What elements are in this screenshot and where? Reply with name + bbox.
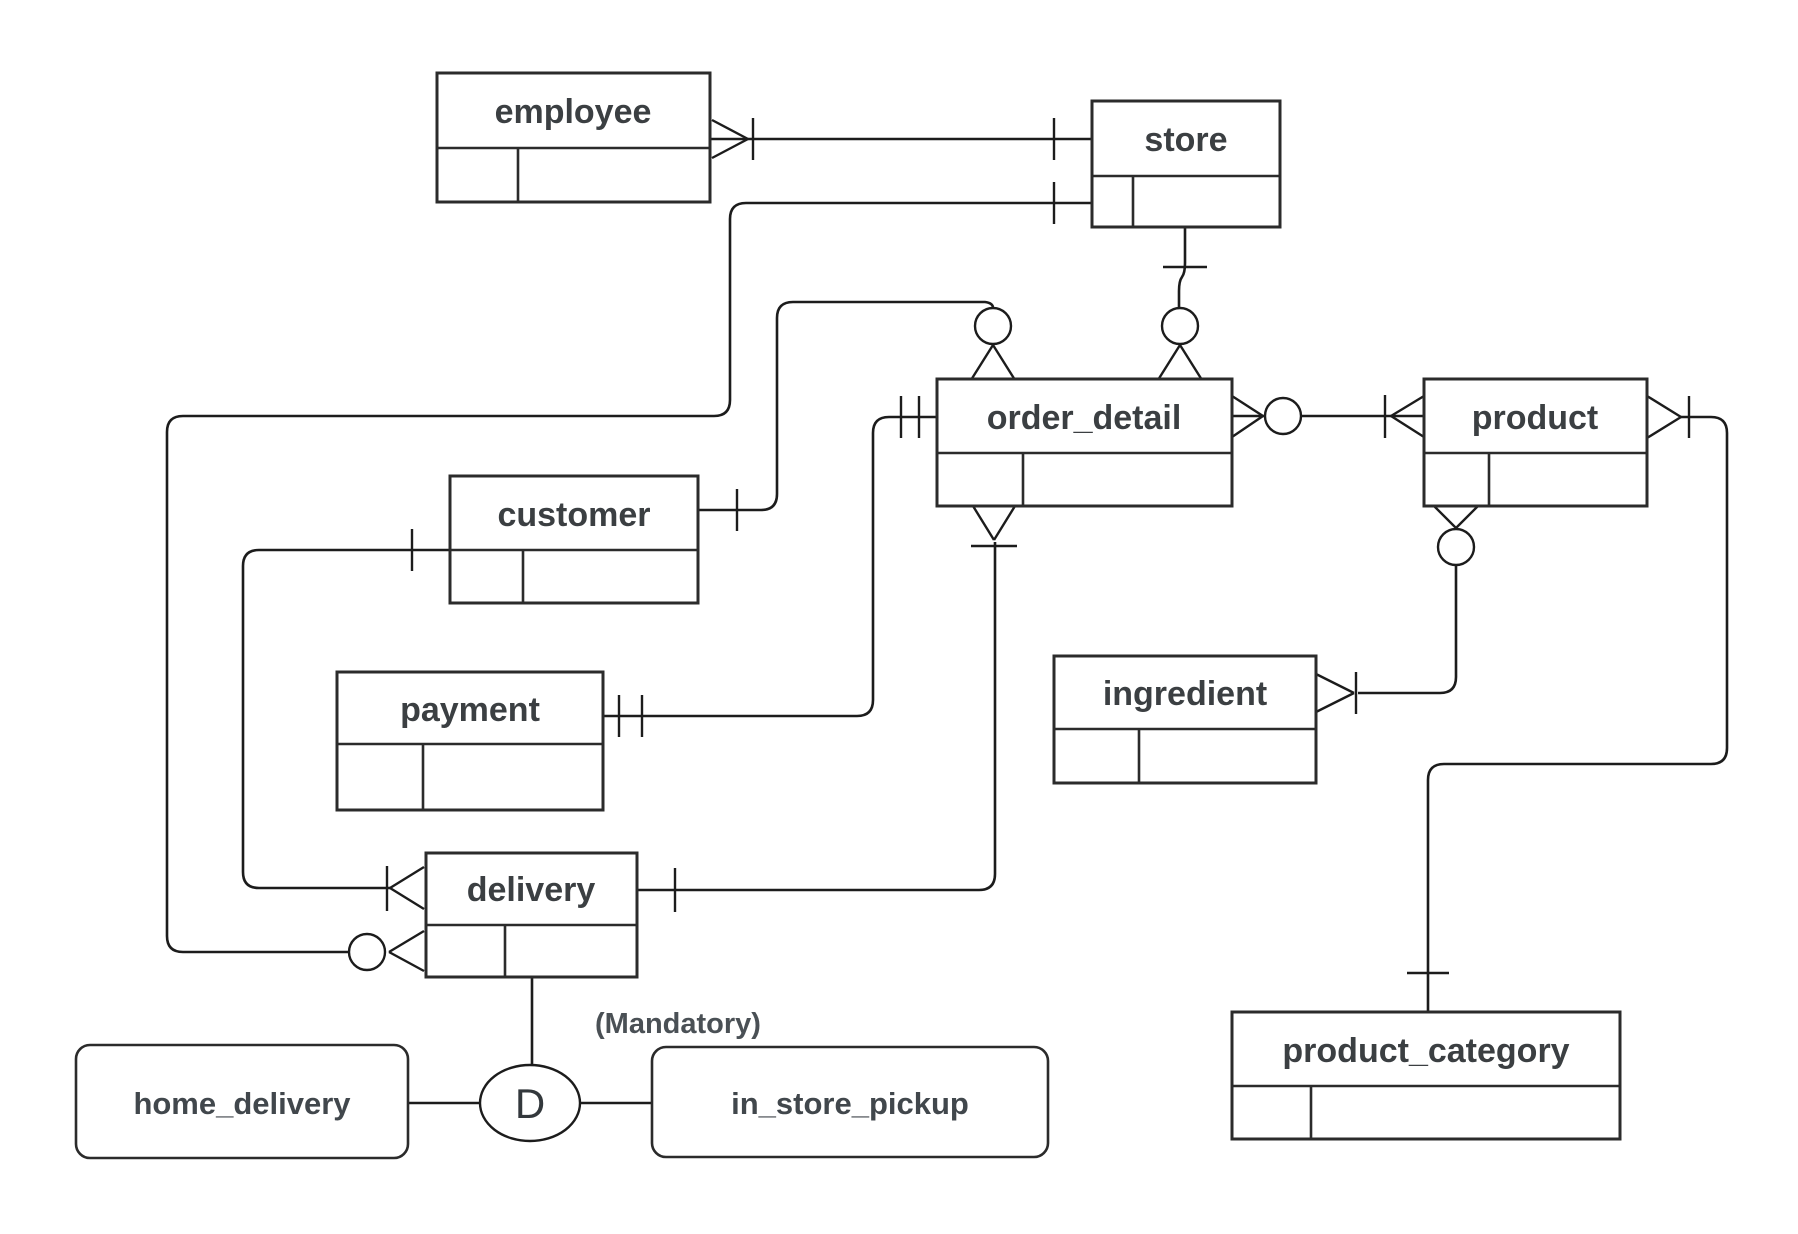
entity-label-customer: customer [497, 496, 650, 534]
entity-dividers [450, 548, 698, 603]
relationship-customer-delivery [241, 529, 450, 911]
entity-box-customer[interactable] [448, 474, 700, 605]
connector-line [603, 415, 937, 718]
entity-box-ingredient[interactable] [1052, 654, 1318, 785]
crow-foot-many-employee [711, 118, 749, 160]
relationship-customer-order-detail [698, 300, 1017, 531]
entity-dividers [1054, 727, 1316, 783]
relationship-product-product-category [1407, 394, 1729, 1012]
relationship-product-ingredient [1315, 505, 1479, 714]
entity-customer: customer [448, 474, 700, 605]
entity-dividers [937, 451, 1232, 506]
entity-payment: payment [335, 670, 605, 812]
entity-label-product-category: product_category [1282, 1032, 1569, 1070]
entity-ingredient: ingredient [1052, 654, 1318, 785]
entity-box-payment[interactable] [335, 670, 605, 812]
entity-label-store: store [1144, 121, 1227, 159]
double-tick-exactly-one [899, 396, 921, 438]
subtype-links [408, 977, 652, 1105]
connector-line [1358, 565, 1458, 695]
entity-order-detail: order_detail [935, 377, 1234, 508]
connector-line [165, 201, 1092, 954]
zero-circle [1263, 396, 1303, 436]
disjoint-letter: D [515, 1080, 545, 1127]
entity-box-product-category[interactable] [1230, 1010, 1622, 1141]
entity-box-store[interactable] [1090, 99, 1282, 229]
subtype-box-in-store-pickup[interactable] [650, 1045, 1050, 1159]
entity-label-ingredient: ingredient [1103, 675, 1267, 713]
entity-box-product[interactable] [1422, 377, 1649, 508]
subtype-label-home-delivery: home_delivery [133, 1086, 351, 1121]
subtype-label-in-store-pickup: in_store_pickup [731, 1086, 969, 1121]
disjoint-symbol: D (Mandatory) [478, 1008, 761, 1143]
connector-line [241, 548, 450, 890]
subtype-in-store-pickup: in_store_pickup [650, 1045, 1050, 1159]
crow-foot-many-delivery [389, 865, 425, 911]
zero-circle [347, 932, 387, 972]
subtype-home-delivery: home_delivery [74, 1043, 410, 1160]
crow-foot-many-order-detail [971, 505, 1017, 541]
entity-dividers [437, 146, 710, 202]
crow-foot-many-order-detail [1231, 394, 1264, 438]
crow-foot-many-product [1390, 394, 1425, 439]
zero-circle [1160, 306, 1200, 346]
disjoint-circle[interactable] [478, 1063, 582, 1143]
entity-product: product [1422, 377, 1649, 508]
double-tick-exactly-one [617, 695, 644, 737]
crow-foot-many-product [1646, 394, 1682, 440]
crow-foot-many-order-detail [969, 344, 1017, 381]
entity-label-employee: employee [495, 93, 652, 131]
relationship-payment-order-detail [603, 396, 937, 737]
zero-circle [973, 306, 1013, 346]
zero-circle [1436, 527, 1476, 567]
entity-dividers [426, 923, 637, 977]
connector-line [637, 542, 997, 892]
entity-delivery: delivery [424, 851, 639, 979]
entity-dividers [1424, 451, 1647, 506]
relationship-order-detail-product [1231, 394, 1425, 439]
entity-label-delivery: delivery [467, 871, 596, 909]
entity-store: store [1090, 99, 1282, 229]
entity-dividers [337, 742, 603, 810]
entity-box-delivery[interactable] [424, 851, 639, 979]
connector-line [698, 300, 995, 512]
entity-label-order-detail: order_detail [987, 399, 1182, 437]
crow-foot-many-order-detail [1156, 344, 1204, 381]
mandatory-annotation: (Mandatory) [595, 1008, 761, 1040]
entity-label-product: product [1472, 399, 1599, 437]
crow-foot-many-ingredient [1315, 672, 1355, 714]
relationship-store-delivery [165, 182, 1092, 973]
relationship-employee-store [710, 118, 1092, 160]
entity-box-order-detail[interactable] [935, 377, 1234, 508]
entity-dividers [1092, 174, 1280, 227]
entity-box-employee[interactable] [435, 71, 712, 204]
crow-foot-many-product [1433, 505, 1479, 529]
entity-dividers [1232, 1084, 1620, 1139]
connector-line [1426, 415, 1729, 1012]
entity-product-category: product_category [1230, 1010, 1622, 1141]
crow-foot-many-delivery [388, 929, 425, 973]
relationship-store-order-detail [1156, 227, 1207, 381]
entity-label-payment: payment [400, 691, 540, 729]
subtype-box-home-delivery[interactable] [74, 1043, 410, 1160]
entity-employee: employee [435, 71, 712, 204]
relationship-delivery-order-detail [637, 505, 1017, 912]
